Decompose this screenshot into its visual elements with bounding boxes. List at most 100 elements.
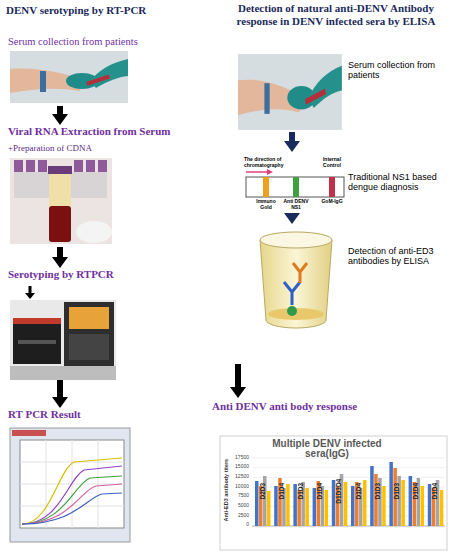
arrow-shaft <box>57 380 63 399</box>
process-step: Serum collection from patients <box>8 36 168 106</box>
bar <box>293 484 297 526</box>
arrow-shaft <box>289 214 295 215</box>
arrow-head <box>284 213 300 224</box>
chart-label: Anti-ED3 antibody titers <box>223 445 229 535</box>
machine-stripe <box>13 318 61 324</box>
chart-label: Anti DENV NS1 <box>282 199 310 211</box>
amp-curve <box>22 493 122 524</box>
tube-cap <box>38 160 47 172</box>
connector-arrow <box>52 247 68 268</box>
photo-bg <box>10 158 112 244</box>
step-caption: RT PCR Result <box>8 408 158 421</box>
graph-tab <box>12 430 46 436</box>
tick-label: 7500 <box>222 493 249 498</box>
tube-cap <box>74 160 83 172</box>
arrow <box>29 286 32 294</box>
tube-cap <box>48 166 72 174</box>
bar <box>255 481 259 526</box>
arrow-head <box>52 114 68 125</box>
bar <box>382 486 386 526</box>
chart-label: D1D3 <box>375 475 382 507</box>
step-caption: Serotyping by RTPCR <box>8 268 158 281</box>
chart-label: D1D4 <box>432 475 439 507</box>
chart-label: D1D4 <box>317 475 324 507</box>
connector-arrow <box>284 213 300 224</box>
bar <box>389 462 393 526</box>
chart-label: Immuno Gold <box>253 199 279 211</box>
process-step: RT PCR Result <box>8 408 158 546</box>
graph-window <box>10 428 130 542</box>
chart-label: Multiple DENV infected sera(IgG) <box>262 439 392 459</box>
step-caption: Traditional NS1 based dengue diagnosis <box>348 172 444 193</box>
step-caption: Serum collection from patients <box>8 36 168 48</box>
bar-group <box>370 466 386 526</box>
chart-label: D1D3 <box>394 475 401 507</box>
arrow-head <box>52 397 68 408</box>
step-caption: Detection of anti-ED3 antibodies by ELIS… <box>348 246 444 267</box>
chart-label: GoM-IgG <box>316 199 348 205</box>
flow-arrow <box>246 171 268 173</box>
bar <box>370 466 374 526</box>
column-heading: Detection of natural anti-DENV Antibody … <box>226 2 446 27</box>
step-note: +Preparation of CDNA <box>8 143 158 153</box>
tube-cap <box>26 160 35 172</box>
tick-label: 17500 <box>222 455 249 460</box>
chart-label: D2D3 <box>259 475 266 507</box>
bar <box>440 490 444 526</box>
arrow <box>25 293 35 299</box>
elisa-well <box>260 240 332 328</box>
amp-curve <box>22 466 122 524</box>
connector-arrow <box>52 380 68 408</box>
bar-group <box>255 476 271 526</box>
antibody <box>293 263 307 283</box>
connector-arrow <box>284 132 300 152</box>
tick-label: 5000 <box>222 503 249 508</box>
tube-cap <box>14 160 23 172</box>
arrow-head <box>230 387 246 398</box>
step-caption: Serum collection from patients <box>348 60 444 81</box>
amp-curve <box>22 458 122 524</box>
machine-panel <box>69 334 109 360</box>
amp-curve <box>22 484 122 524</box>
bar <box>344 482 348 526</box>
chart-label: D1D3D4 <box>336 475 343 507</box>
bar <box>409 476 413 526</box>
bar <box>313 488 317 526</box>
test-strip <box>246 177 344 197</box>
tube-cap <box>86 160 95 172</box>
arrow-shaft <box>57 247 63 259</box>
bar <box>363 480 367 526</box>
chart-label: D1D3 <box>298 475 305 507</box>
connector-arrow <box>52 106 68 125</box>
tube-cap <box>98 160 107 172</box>
grid <box>20 440 124 528</box>
bar <box>274 486 278 526</box>
bar-group <box>389 462 405 526</box>
tick-label: 10000 <box>222 484 249 489</box>
tick-label: 0 <box>222 522 249 527</box>
arrow-head <box>52 257 68 268</box>
chart-label: D1D4 <box>413 475 420 507</box>
column-heading: DENV serotyping by RT-PCR <box>6 4 221 17</box>
chart-frame <box>220 436 447 550</box>
bar <box>332 480 336 526</box>
bar <box>428 484 432 526</box>
blood-tube <box>49 174 71 242</box>
bar <box>267 491 271 526</box>
antigen <box>287 306 297 316</box>
bench <box>10 366 116 380</box>
process-step: Detection of anti-ED3 antibodies by ELIS… <box>236 224 448 364</box>
arrow-shaft <box>289 132 295 143</box>
pcr-machine <box>13 318 61 364</box>
flow-arrow <box>267 169 273 175</box>
pcr-machine <box>64 302 114 366</box>
arrow-shaft <box>235 364 241 389</box>
control-band <box>329 177 335 197</box>
bar <box>374 474 378 526</box>
bar <box>351 486 355 526</box>
bar <box>305 488 309 526</box>
photo-bg <box>10 300 116 380</box>
chart-label: D1D4 <box>279 475 286 507</box>
